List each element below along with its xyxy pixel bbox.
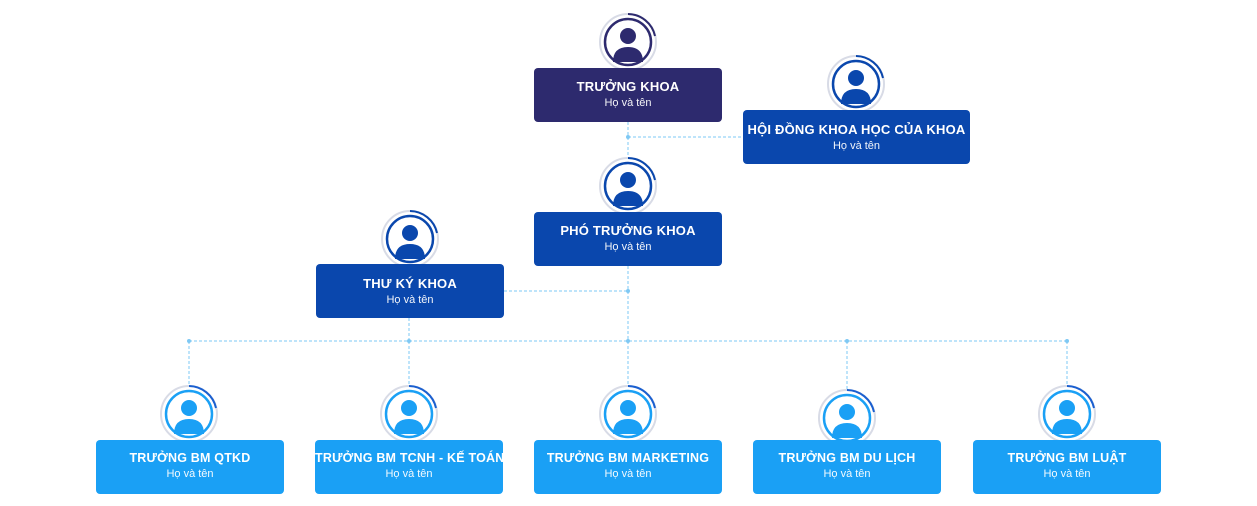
node-subtitle: Họ và tên: [166, 468, 214, 480]
person-avatar-icon: [818, 389, 876, 447]
node-truong-bm-tcnh-ke-toan: TRƯỞNG BM TCNH - KẾ TOÁN Họ và tên: [315, 384, 505, 494]
person-avatar-icon: [1038, 385, 1096, 443]
node-box: TRƯỞNG KHOA Họ và tên: [534, 68, 722, 122]
node-box: TRƯỞNG BM TCNH - KẾ TOÁN Họ và tên: [315, 440, 505, 494]
node-title: TRƯỞNG BM DU LỊCH: [778, 451, 916, 465]
person-avatar-icon: [827, 55, 885, 113]
node-truong-bm-qtkd: TRƯỞNG BM QTKD Họ và tên: [96, 384, 284, 494]
person-avatar-icon: [160, 385, 218, 443]
node-subtitle: Họ và tên: [386, 294, 434, 306]
node-title: PHÓ TRƯỞNG KHOA: [560, 223, 696, 238]
node-title: THƯ KÝ KHOA: [363, 276, 457, 291]
node-truong-bm-luat: TRƯỞNG BM LUẬT Họ và tên: [973, 384, 1161, 494]
node-title: HỘI ĐỒNG KHOA HỌC CỦA KHOA: [747, 122, 966, 137]
node-box: PHÓ TRƯỞNG KHOA Họ và tên: [534, 212, 722, 266]
node-subtitle: Họ và tên: [1043, 468, 1091, 480]
node-truong-bm-marketing: TRƯỞNG BM MARKETING Họ và tên: [534, 384, 722, 494]
node-truong-khoa: TRƯỞNG KHOA Họ và tên: [534, 12, 722, 122]
node-subtitle: Họ và tên: [832, 140, 881, 152]
node-hoi-dong-khoa-hoc: HỘI ĐỒNG KHOA HỌC CỦA KHOA Họ và tên: [743, 54, 970, 164]
node-subtitle: Họ và tên: [823, 468, 871, 480]
node-truong-bm-du-lich: TRƯỞNG BM DU LỊCH Họ và tên: [753, 388, 941, 494]
node-pho-truong-khoa: PHÓ TRƯỞNG KHOA Họ và tên: [534, 156, 722, 266]
node-subtitle: Họ và tên: [604, 468, 652, 480]
node-title: TRƯỞNG KHOA: [576, 79, 680, 94]
node-title: TRƯỞNG BM TCNH - KẾ TOÁN: [315, 451, 505, 465]
node-box: TRƯỞNG BM QTKD Họ và tên: [96, 440, 284, 494]
person-avatar-icon: [380, 385, 438, 443]
person-avatar-icon: [599, 385, 657, 443]
node-subtitle: Họ và tên: [604, 241, 652, 253]
node-box: TRƯỞNG BM DU LỊCH Họ và tên: [753, 440, 941, 494]
node-box: THƯ KÝ KHOA Họ và tên: [316, 264, 504, 318]
node-thu-ky-khoa: THƯ KÝ KHOA Họ và tên: [316, 209, 504, 319]
node-box: TRƯỞNG BM MARKETING Họ và tên: [534, 440, 722, 494]
person-avatar-icon: [599, 13, 657, 71]
node-subtitle: Họ và tên: [385, 468, 433, 480]
person-avatar-icon: [381, 210, 439, 268]
node-box: HỘI ĐỒNG KHOA HỌC CỦA KHOA Họ và tên: [743, 110, 970, 164]
node-box: TRƯỞNG BM LUẬT Họ và tên: [973, 440, 1161, 494]
node-title: TRƯỞNG BM LUẬT: [1007, 451, 1127, 465]
node-title: TRƯỞNG BM QTKD: [129, 451, 251, 465]
person-avatar-icon: [599, 157, 657, 215]
node-subtitle: Họ và tên: [604, 97, 652, 109]
node-title: TRƯỞNG BM MARKETING: [546, 451, 710, 465]
